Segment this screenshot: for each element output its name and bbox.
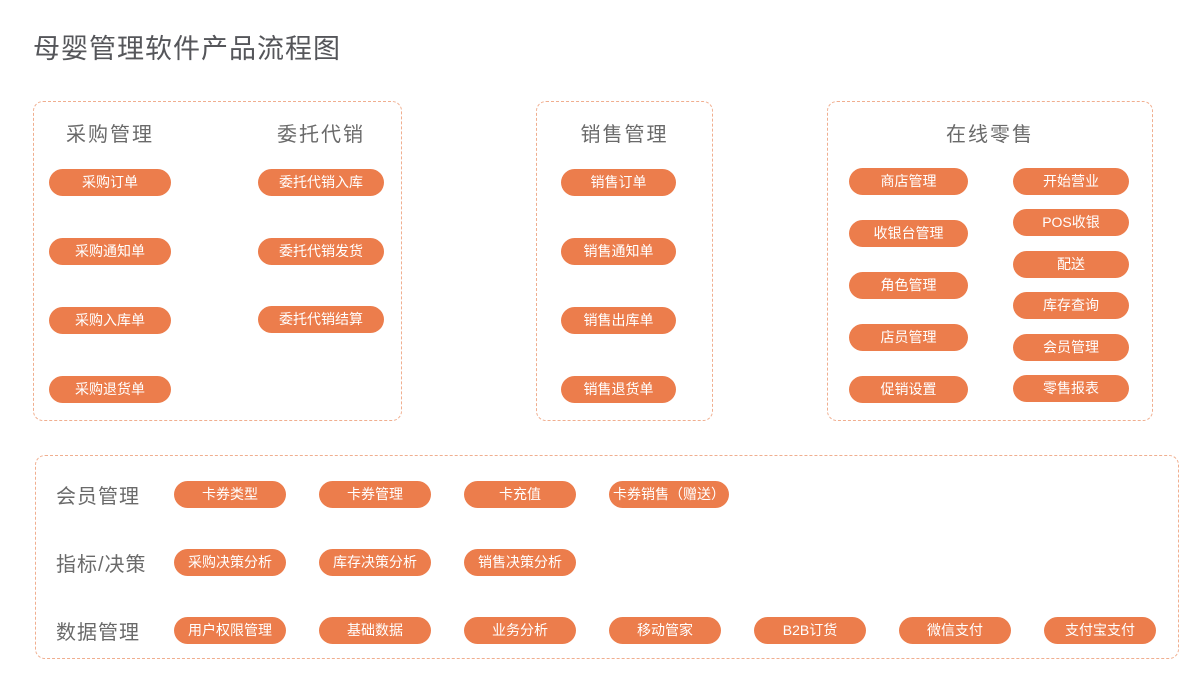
member-pill-list: 卡券类型 卡券管理 卡充值 卡券销售（赠送） [174,481,729,508]
retail-module-pill: 库存查询 [1013,292,1129,320]
retail-module-pill: 角色管理 [849,272,968,299]
member-module-pill: 卡券管理 [319,481,431,508]
metrics-decision-row: 指标/决策 采购决策分析 库存决策分析 销售决策分析 [56,549,576,576]
consignment-module-pill: 委托代销发货 [258,237,384,265]
member-module-pill: 卡券销售（赠送） [609,481,729,508]
sales-module-pill: 销售通知单 [561,238,676,265]
data-pill-list: 用户权限管理 基础数据 业务分析 移动管家 B2B订货 微信支付 支付宝支付 [174,617,1156,644]
consignment-heading: 委托代销 [277,124,365,146]
sales-box: 销售管理 销售订单销售通知单销售出库单销售退货单 [536,101,713,421]
retail-right-pill-list: 开始营业 POS收银配送库存查询会员管理零售报表 [1013,168,1129,402]
data-module-pill: 微信支付 [899,617,1011,644]
consignment-column: 委托代销 委托代销入库委托代销发货委托代销结算 [258,102,384,420]
retail-module-pill: 收银台管理 [849,220,968,247]
data-management-row: 数据管理 用户权限管理 基础数据 业务分析 移动管家 B2B订货 微信支付 支付宝支付 [56,617,1156,644]
retail-module-pill: 店员管理 [849,324,968,351]
member-module-pill: 卡充值 [464,481,576,508]
data-management-label: 数据管理 [56,622,140,644]
sales-pill-list: 销售订单销售通知单销售出库单销售退货单 [561,169,676,403]
data-module-pill: B2B订货 [754,617,866,644]
consignment-module-pill: 委托代销入库 [258,169,384,196]
retail-module-pill: 零售报表 [1013,374,1129,402]
member-module-pill: 卡券类型 [174,481,286,508]
bottom-box: 会员管理 卡券类型 卡券管理 卡充值 卡券销售（赠送） 指标/决策 采购决策分析 库存决… [35,455,1179,659]
page-title: 母婴管理软件产品流程图 [33,34,341,64]
purchase-module-pill: 采购通知单 [49,238,171,265]
retail-module-pill: 配送 [1013,250,1129,278]
sales-module-pill: 销售退货单 [561,376,676,403]
retail-left-pill-list: 商店管理收银台管理角色管理店员管理促销设置 [849,168,968,403]
purchase-column: 采购管理 采购订单采购通知单采购入库单采购退货单 [49,102,171,420]
data-module-pill: 用户权限管理 [174,617,286,644]
member-management-row: 会员管理 卡券类型 卡券管理 卡充值 卡券销售（赠送） [56,481,729,508]
data-module-pill: 基础数据 [319,617,431,644]
retail-module-pill: 促销设置 [849,376,968,403]
sales-module-pill: 销售出库单 [561,307,676,334]
decision-module-pill: 销售决策分析 [464,549,576,576]
decision-module-pill: 采购决策分析 [174,549,286,576]
data-module-pill: 移动管家 [609,617,721,644]
online-retail-box: 在线零售 商店管理收银台管理角色管理店员管理促销设置 开始营业 POS收银配送库存… [827,101,1153,421]
purchase-module-pill: 采购退货单 [49,376,171,403]
purchase-heading: 采购管理 [66,124,154,146]
consignment-module-pill: 委托代销结算 [258,306,384,333]
retail-module-pill: POS收银 [1013,209,1129,237]
purchase-pill-list: 采购订单采购通知单采购入库单采购退货单 [49,169,171,403]
online-retail-heading: 在线零售 [946,124,1034,146]
purchase-module-pill: 采购订单 [49,169,171,196]
data-module-pill: 业务分析 [464,617,576,644]
sales-heading: 销售管理 [580,124,669,146]
retail-module-pill: 商店管理 [849,168,968,195]
retail-module-pill: 会员管理 [1013,333,1129,361]
consignment-pill-list: 委托代销入库委托代销发货委托代销结算 [258,169,384,333]
decision-pill-list: 采购决策分析 库存决策分析 销售决策分析 [174,549,576,576]
purchase-consignment-box: 采购管理 采购订单采购通知单采购入库单采购退货单 委托代销 委托代销入库委托代销… [33,101,402,421]
purchase-module-pill: 采购入库单 [49,307,171,334]
member-management-label: 会员管理 [56,486,140,508]
data-module-pill: 支付宝支付 [1044,617,1156,644]
sales-module-pill: 销售订单 [561,169,676,196]
retail-module-pill: 开始营业 [1013,168,1129,195]
metrics-decision-label: 指标/决策 [56,554,147,576]
decision-module-pill: 库存决策分析 [319,549,431,576]
